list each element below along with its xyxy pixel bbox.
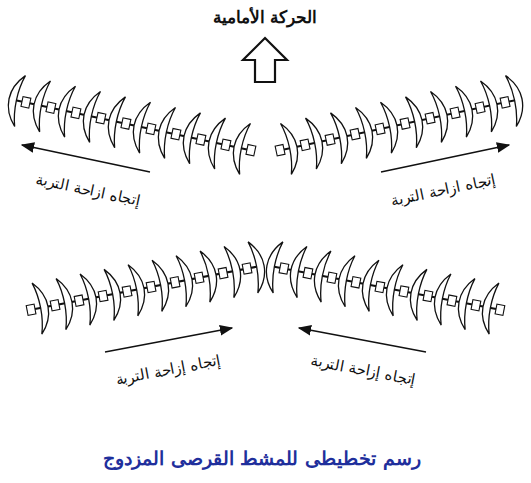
soil-direction-label: إتجاه إزاحة التربة [309,351,417,389]
rear-disc-gang [262,240,509,336]
front-disc-gang [271,73,528,176]
forward-arrow [243,38,287,82]
soil-arrow [22,145,150,172]
soil-direction-label: إتجاه إزاحة التربة [114,351,222,389]
soil-direction-label: إتجاه ازاحة التربة [34,170,142,210]
rear-disc-gang [22,240,269,336]
soil-direction-label: إتجاه ازاحة التربة [389,170,497,210]
soil-arrow [105,328,232,352]
direction-label: الحركة الأمامية [213,7,318,27]
soil-arrow [299,328,426,352]
soil-arrow [381,145,509,172]
caption: رسم تخطيطى للمشط القرصى المزدوج [103,447,420,469]
front-disc-gang [4,73,261,176]
